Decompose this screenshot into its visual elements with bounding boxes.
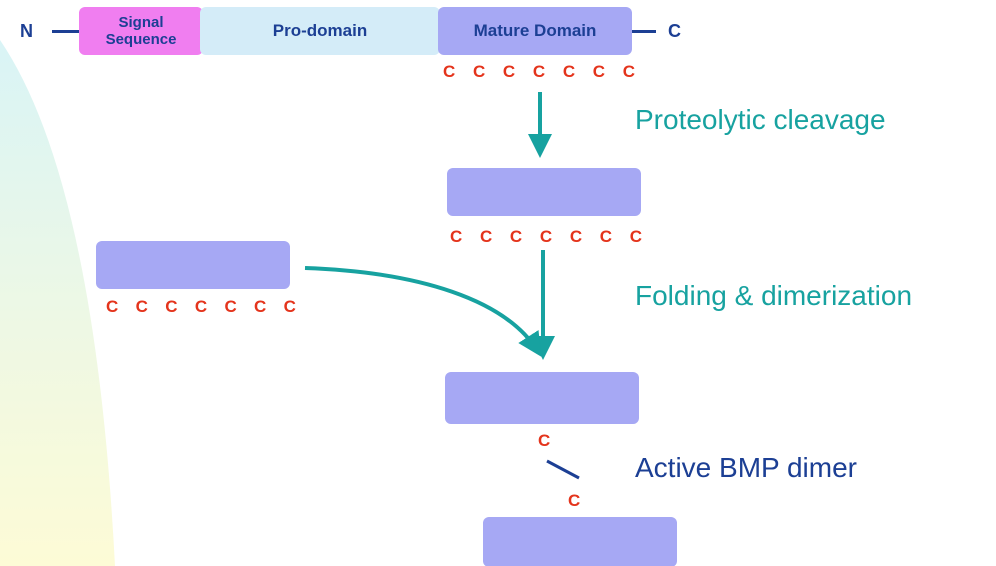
signal-sequence-label-line1: Signal bbox=[118, 14, 164, 31]
mature-domain-label: Mature Domain bbox=[473, 21, 597, 40]
cysteine: C bbox=[283, 297, 296, 316]
step-label-cleavage: Proteolytic cleavage bbox=[635, 104, 886, 135]
n-terminus-line bbox=[52, 30, 80, 33]
signal-sequence-domain: Signal Sequence bbox=[79, 7, 203, 55]
cysteine: C bbox=[599, 227, 613, 246]
cysteine: C bbox=[539, 227, 553, 246]
c-terminus-label: C bbox=[668, 21, 681, 41]
cysteine: C bbox=[569, 227, 583, 246]
cysteine: C bbox=[135, 297, 148, 316]
second-monomer-block bbox=[96, 241, 290, 289]
cysteine: C bbox=[509, 227, 523, 246]
cysteine: C bbox=[224, 297, 237, 316]
signal-sequence-label-line2: Sequence bbox=[105, 31, 177, 48]
pro-domain-label: Pro-domain bbox=[272, 21, 368, 40]
cysteine: C bbox=[562, 62, 576, 81]
mature-monomer-block bbox=[447, 168, 641, 216]
dimer-bottom-block bbox=[483, 517, 677, 566]
cysteine: C bbox=[479, 227, 493, 246]
step-label-folding: Folding & dimerization bbox=[635, 280, 913, 311]
dimer-top-cysteine: C bbox=[538, 431, 551, 450]
cysteine: C bbox=[502, 62, 516, 81]
precursor-cysteine-row: C C C C C C C bbox=[443, 62, 635, 82]
mature-domain: Mature Domain bbox=[438, 7, 632, 55]
cysteine: C bbox=[194, 297, 208, 316]
cysteine: C bbox=[472, 62, 486, 81]
cysteine: C bbox=[622, 62, 635, 81]
dimer-bottom-cysteine: C bbox=[568, 491, 581, 510]
dimer-top-block bbox=[445, 372, 639, 424]
cysteine: C bbox=[106, 297, 119, 316]
cysteine: C bbox=[532, 62, 546, 81]
c-terminus-line bbox=[632, 30, 656, 33]
cysteine: C bbox=[443, 62, 456, 81]
disulfide-bond-line bbox=[546, 459, 580, 480]
cysteine: C bbox=[450, 227, 463, 246]
cysteine: C bbox=[254, 297, 267, 316]
cysteine: C bbox=[629, 227, 642, 246]
mature-monomer-cysteine-row: C C C C C C C bbox=[450, 227, 642, 247]
pro-domain: Pro-domain bbox=[200, 7, 440, 55]
n-terminus-label: N bbox=[20, 21, 33, 41]
cysteine: C bbox=[165, 297, 178, 316]
step-label-active: Active BMP dimer bbox=[635, 452, 857, 483]
dimerization-arrow bbox=[304, 266, 542, 357]
second-monomer-cysteine-row: C C C C C C C bbox=[106, 297, 296, 317]
cysteine: C bbox=[592, 62, 606, 81]
